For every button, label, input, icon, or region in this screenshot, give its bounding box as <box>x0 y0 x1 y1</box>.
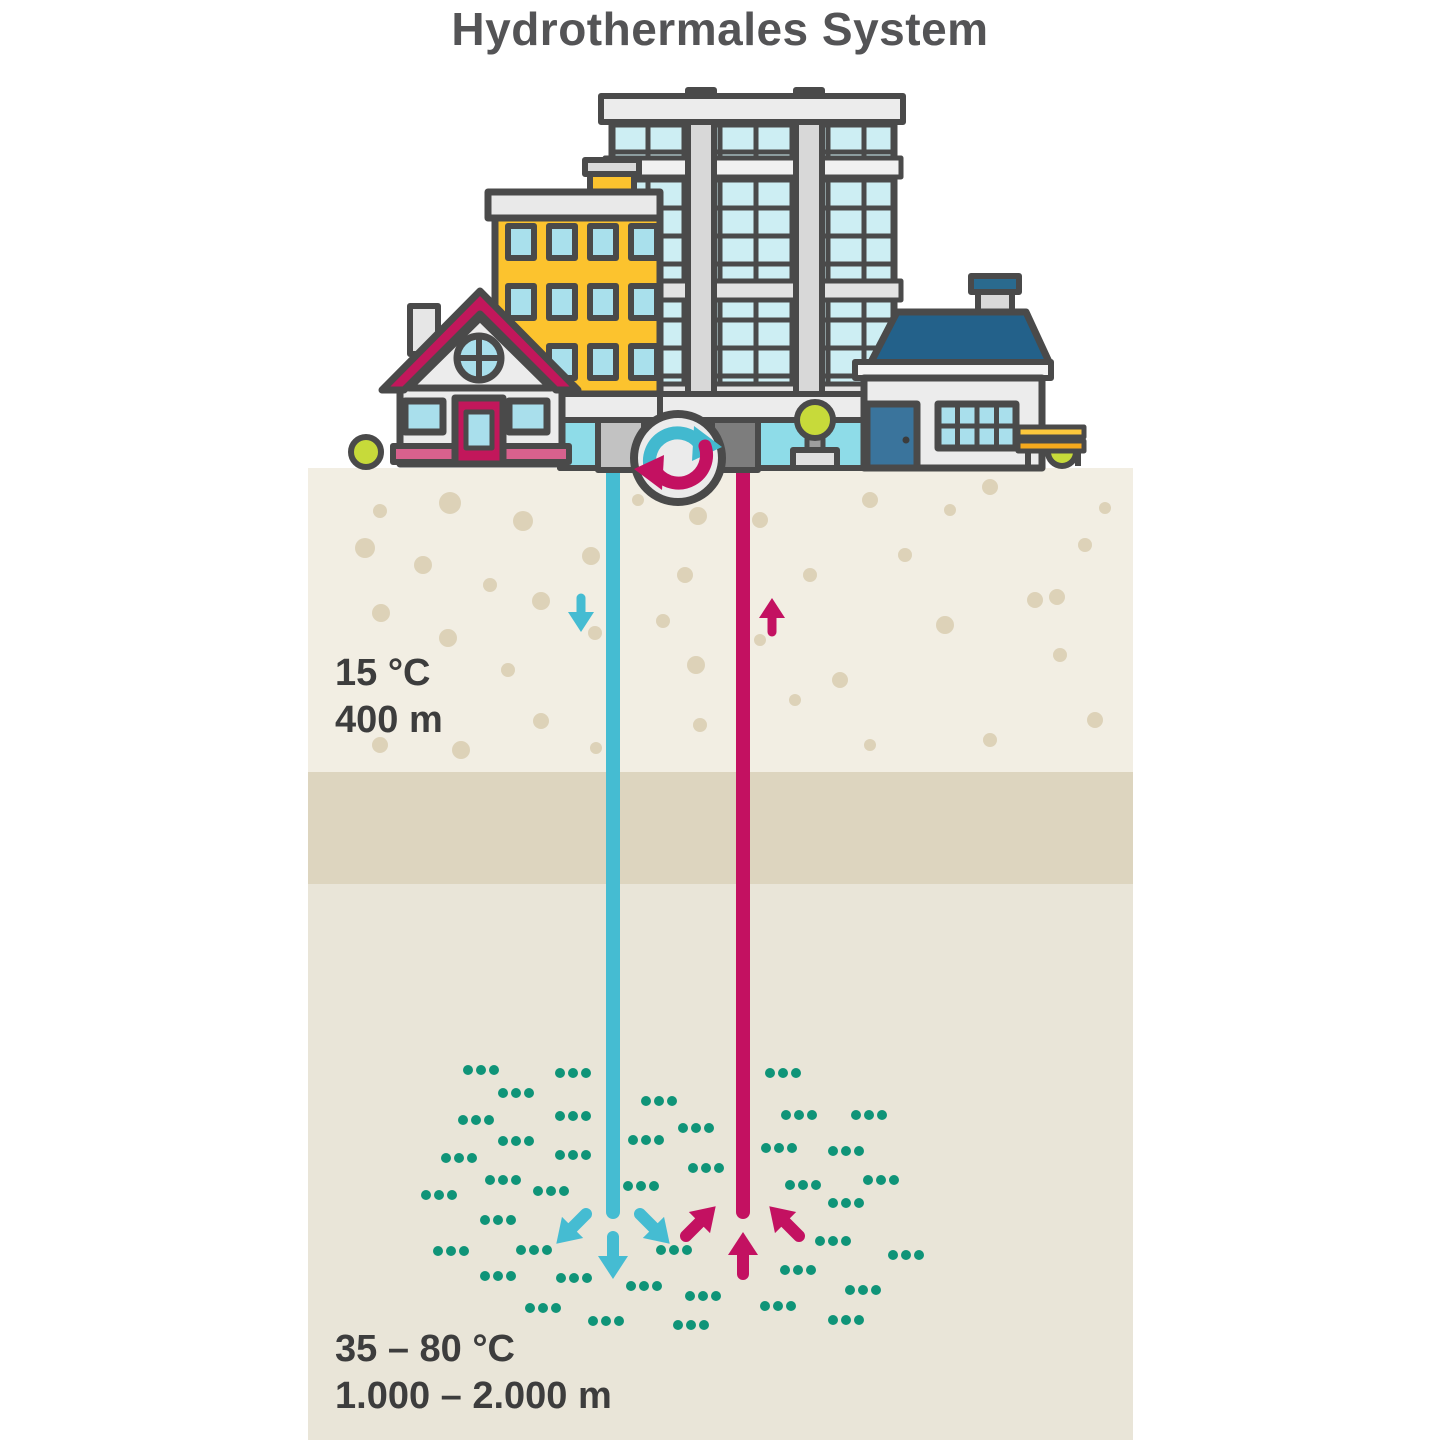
arrow-down-left-icon <box>556 1208 592 1244</box>
tower-pillar <box>685 87 717 423</box>
upper-layer-depth: 400 m <box>335 699 443 741</box>
warm-inflow-arrows <box>680 1206 805 1280</box>
heat-pump-station <box>595 410 761 506</box>
circulation-arrows-icon <box>634 426 722 490</box>
upper-layer-temperature: 15 °C <box>335 652 431 694</box>
house-right-roof <box>866 308 1054 368</box>
cold-water-circuit <box>556 459 670 1279</box>
house-right-window <box>934 400 1020 452</box>
tower-parapet <box>598 93 906 125</box>
lower-layer-temperature: 35 – 80 °C <box>335 1328 515 1370</box>
house-right-door <box>863 400 921 472</box>
arrow-down-right-icon <box>634 1208 670 1244</box>
tree-ball-icon <box>790 399 840 471</box>
house-right-door-knob <box>902 436 910 444</box>
bench-icon <box>1015 424 1087 469</box>
apartment-cornice <box>484 188 664 222</box>
house-left-roof <box>378 287 582 394</box>
cold-outflow-arrows <box>556 1208 670 1279</box>
tower-pillar <box>793 87 825 423</box>
arrow-up-left-icon <box>769 1206 805 1242</box>
soil-layer-upper <box>308 468 1133 772</box>
upper-layer-label: 15 °C 400 m <box>335 650 443 744</box>
arrow-up-icon <box>728 1232 758 1280</box>
family-house-right <box>852 273 1054 472</box>
soil-layer-middle <box>308 772 1133 884</box>
house-right-chimney-cap <box>968 273 1022 295</box>
house-left-round-window <box>453 332 505 384</box>
lower-layer-label: 35 – 80 °C 1.000 – 2.000 m <box>335 1326 612 1420</box>
arrow-up-right-icon <box>680 1206 716 1242</box>
arrow-up-icon <box>759 598 785 637</box>
house-left-window <box>401 397 447 436</box>
tower-floor-band <box>602 155 904 180</box>
diagram-title: Hydrothermales System <box>451 3 989 55</box>
family-house-left <box>378 287 582 468</box>
ground-cross-section <box>308 468 1133 1440</box>
lower-layer-depth: 1.000 – 2.000 m <box>335 1375 612 1417</box>
arrow-down-icon <box>598 1231 628 1279</box>
house-left-door-window <box>463 409 495 451</box>
bush-ball-icon <box>348 434 384 470</box>
warm-water-circuit <box>680 459 805 1280</box>
street-elements <box>348 399 1087 471</box>
house-left-window <box>505 397 551 436</box>
arrow-down-icon <box>568 593 594 632</box>
